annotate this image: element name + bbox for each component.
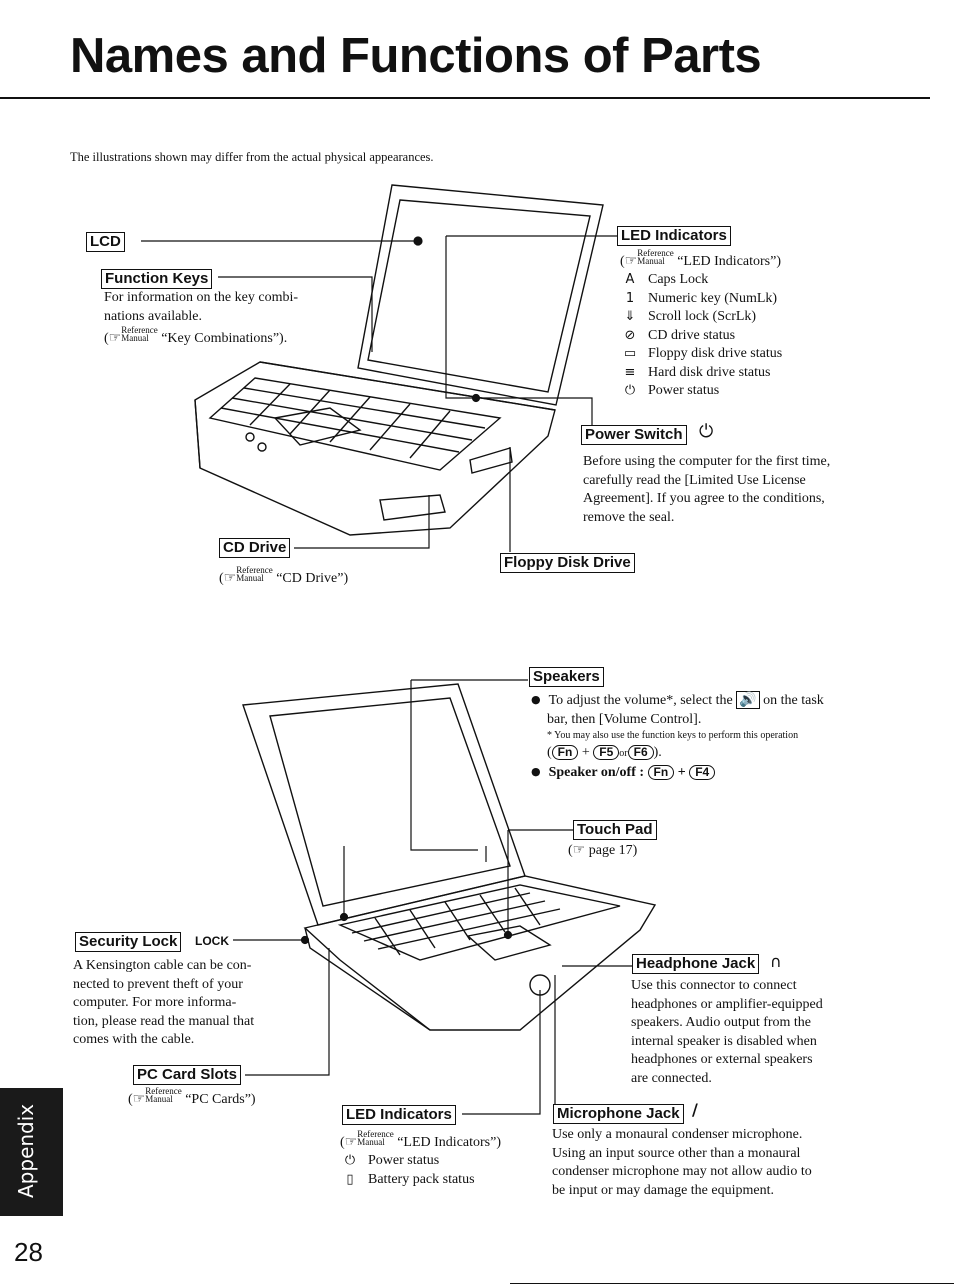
led-indicator-item: ⊘ CD drive status [620,327,782,346]
security-lock-label: Security Lock [75,932,182,952]
led-status-icon: ≡ [624,364,636,380]
led-status-icon: ⏻ [344,1153,356,1168]
top-laptop-drawing [194,184,604,536]
reference-manual-icon: ☞ [223,571,237,586]
led-status-icon: ⇓ [624,309,636,324]
page-title: Names and Functions of Parts [70,29,762,83]
fn-key: Fn [647,765,675,780]
led-indicator-text: Floppy disk drive status [648,346,783,361]
bottom-leader-lines [233,679,632,1115]
lcd-label: LCD [86,232,125,252]
led-status-icon: ⊘ [624,327,636,343]
led-indicators-label-bottom: LED Indicators [342,1105,456,1125]
led-indicator-item: ⏻ Power status [620,382,782,401]
floppy-disk-drive-label: Floppy Disk Drive [500,553,635,573]
led-indicator-text: CD drive status [648,327,736,343]
headphone-jack-label: Headphone Jack [632,954,760,974]
led-indicator-text: Power status [648,383,720,398]
led-status-icon: 1 [625,290,635,306]
illustration-note: The illustrations shown may differ from … [70,150,434,164]
microphone-jack-description: Use only a monaural condenser microphone… [552,1127,812,1198]
microphone-jack-label: Microphone Jack [553,1104,684,1124]
reference-manual-icon: ☞ [132,1092,146,1107]
bottom-laptop-drawing [242,683,657,1031]
led-indicator-item: ≡ Hard disk drive status [620,364,782,383]
led-indicator-item: ⏻ Power status [340,1152,475,1171]
title-rule [0,97,930,99]
touch-pad-label: Touch Pad [573,820,657,840]
led-indicator-text: Caps Lock [648,272,709,287]
led-indicator-text: Hard disk drive status [648,364,771,380]
led-indicator-item: A Caps Lock [620,271,782,290]
led-indicator-list: A Caps Lock 1 Numeric key (NumLk) ⇓ Scroll lo… [620,271,782,401]
led-indicator-item: 1 Numeric key (NumLk) [620,290,782,309]
power-switch-label: Power Switch [581,425,687,445]
led-indicator-item: ▭ Floppy disk drive status [620,345,782,364]
led-indicator-text: Scroll lock (ScrLk) [648,309,757,324]
cd-drive-label: CD Drive [219,538,291,558]
function-keys-description: For information on the key combi- nation… [104,290,299,346]
led-status-icon: A [625,272,635,287]
power-icon: ⏻ [699,421,714,442]
led-indicator-list-bottom: ⏻ Power status ▯ Battery pack status [340,1152,475,1189]
appendix-tab-label: Appendix [14,1103,38,1198]
led-indicator-item: ⇓ Scroll lock (ScrLk) [620,308,782,327]
reference-manual-icon: ☞ [108,331,122,346]
reference-manual-icon: ☞ [344,1135,358,1150]
led-indicator-text: Battery pack status [368,1171,475,1187]
volume-icon: 🔊 [736,691,760,709]
led-indicator-text: Numeric key (NumLk) [648,290,778,306]
led-indicator-text: Power status [368,1153,440,1168]
function-keys-label: Function Keys [101,269,213,289]
led-indicators-label: LED Indicators [617,226,731,246]
power-switch-description: Before using the computer for the first … [583,454,831,525]
security-lock-description: A Kensington cable can be con- nected to… [73,958,255,1047]
reference-manual-icon: ☞ [624,254,638,269]
led-indicator-item: ▯ Battery pack status [340,1171,475,1190]
microphone-icon: / [692,1100,698,1119]
pc-card-slots-label: PC Card Slots [133,1065,242,1085]
lock-marking: LOCK [195,934,229,948]
fn-key: Fn [551,745,579,760]
appendix-side-tab [0,1088,63,1216]
f5-key: F5 [593,745,620,760]
footer-rule [510,1283,954,1284]
top-leader-lines [141,235,620,552]
speakers-label: Speakers [529,667,604,687]
speakers-description: To adjust the volume*, select the 🔊 on t… [531,691,876,783]
headphone-jack-description: Use this connector to connect headphones… [631,978,823,1086]
reference-icon: ☞ [572,843,586,858]
page-number: 28 [14,1237,43,1267]
led-status-icon: ⏻ [624,383,636,398]
f6-key: F6 [627,745,654,760]
led-status-icon: ▭ [623,346,637,361]
touch-pad-reference: (☞ page 17) [568,843,638,858]
led-status-icon: ▯ [346,1171,354,1187]
headphone-icon: ∩ [770,952,782,971]
f4-key: F4 [689,765,716,780]
